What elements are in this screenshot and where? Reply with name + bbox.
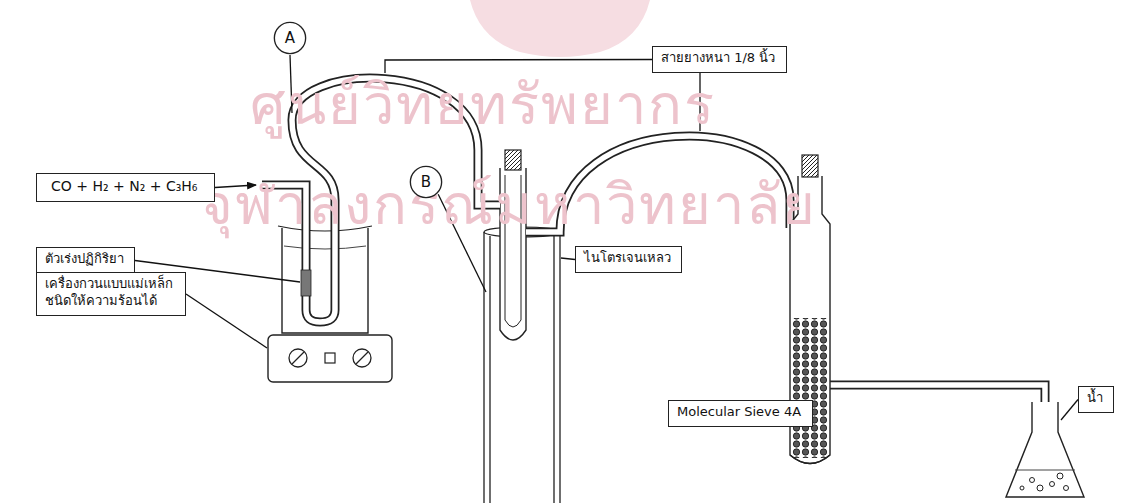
circle-shape [274,22,305,53]
sieve-pellets [792,318,828,458]
node-text: สายยางหนา 1/8 นิ้ว [661,50,775,67]
hotplate-stirrer [268,335,392,382]
catalyst-bed [301,270,311,296]
node-text: A [285,29,295,47]
crest-watermark [470,0,650,57]
erlenmeyer-flask [1006,402,1084,497]
gauge-circle: B [409,165,443,199]
feed-gas-box: CO + H₂ + N₂ + C₃H₆ [36,173,215,202]
node-text: B [421,173,431,191]
leader-line [385,60,652,74]
leader-line [561,258,575,260]
label-box: Molecular Sieve 4A [668,400,813,427]
outlet-tube [830,385,1045,478]
knob [353,349,371,367]
label-box: ไนโตรเจนเหลว [575,246,682,273]
node-text: CO + H₂ + N₂ + C₃H₆ [51,177,197,195]
knob [289,349,307,367]
circle-shape [410,166,441,197]
switch [325,353,335,363]
stopper [505,150,521,170]
node-text: น้ำ [1087,390,1103,407]
water-level [284,246,366,249]
column-bottom [790,455,830,464]
node-text: ตัวเร่งปฏิกิริยา [45,251,124,268]
water-level [1015,470,1075,471]
bubbles [1020,473,1069,491]
knob-mark [292,352,304,364]
leader-line [186,294,267,348]
label-box: ตัวเร่งปฏิกิริยา [36,247,135,274]
watermark-text: ศูนย์วิทยทรัพยากร [250,60,716,149]
knob-mark [356,352,368,364]
label-box: น้ำ [1078,386,1114,413]
node-text: Molecular Sieve 4A [677,404,801,421]
node-text: ไนโตรเจนเหลว [584,250,671,267]
leader-line [1061,400,1078,421]
label-box: เครื่องกวนแบบแม่เหล็ก ชนิดให้ความร้อนได้ [36,272,186,316]
watermark-text: จุฬาลงกรณ์มหาวิทยาลัย [200,160,817,249]
node-text: เครื่องกวนแบบแม่เหล็ก ชนิดให้ความร้อนได้ [45,276,177,310]
outlet-bore [826,385,1045,478]
gauge-circle: A [273,21,307,55]
tubing [262,78,1045,478]
label-box: สายยางหนา 1/8 นิ้ว [652,46,787,73]
